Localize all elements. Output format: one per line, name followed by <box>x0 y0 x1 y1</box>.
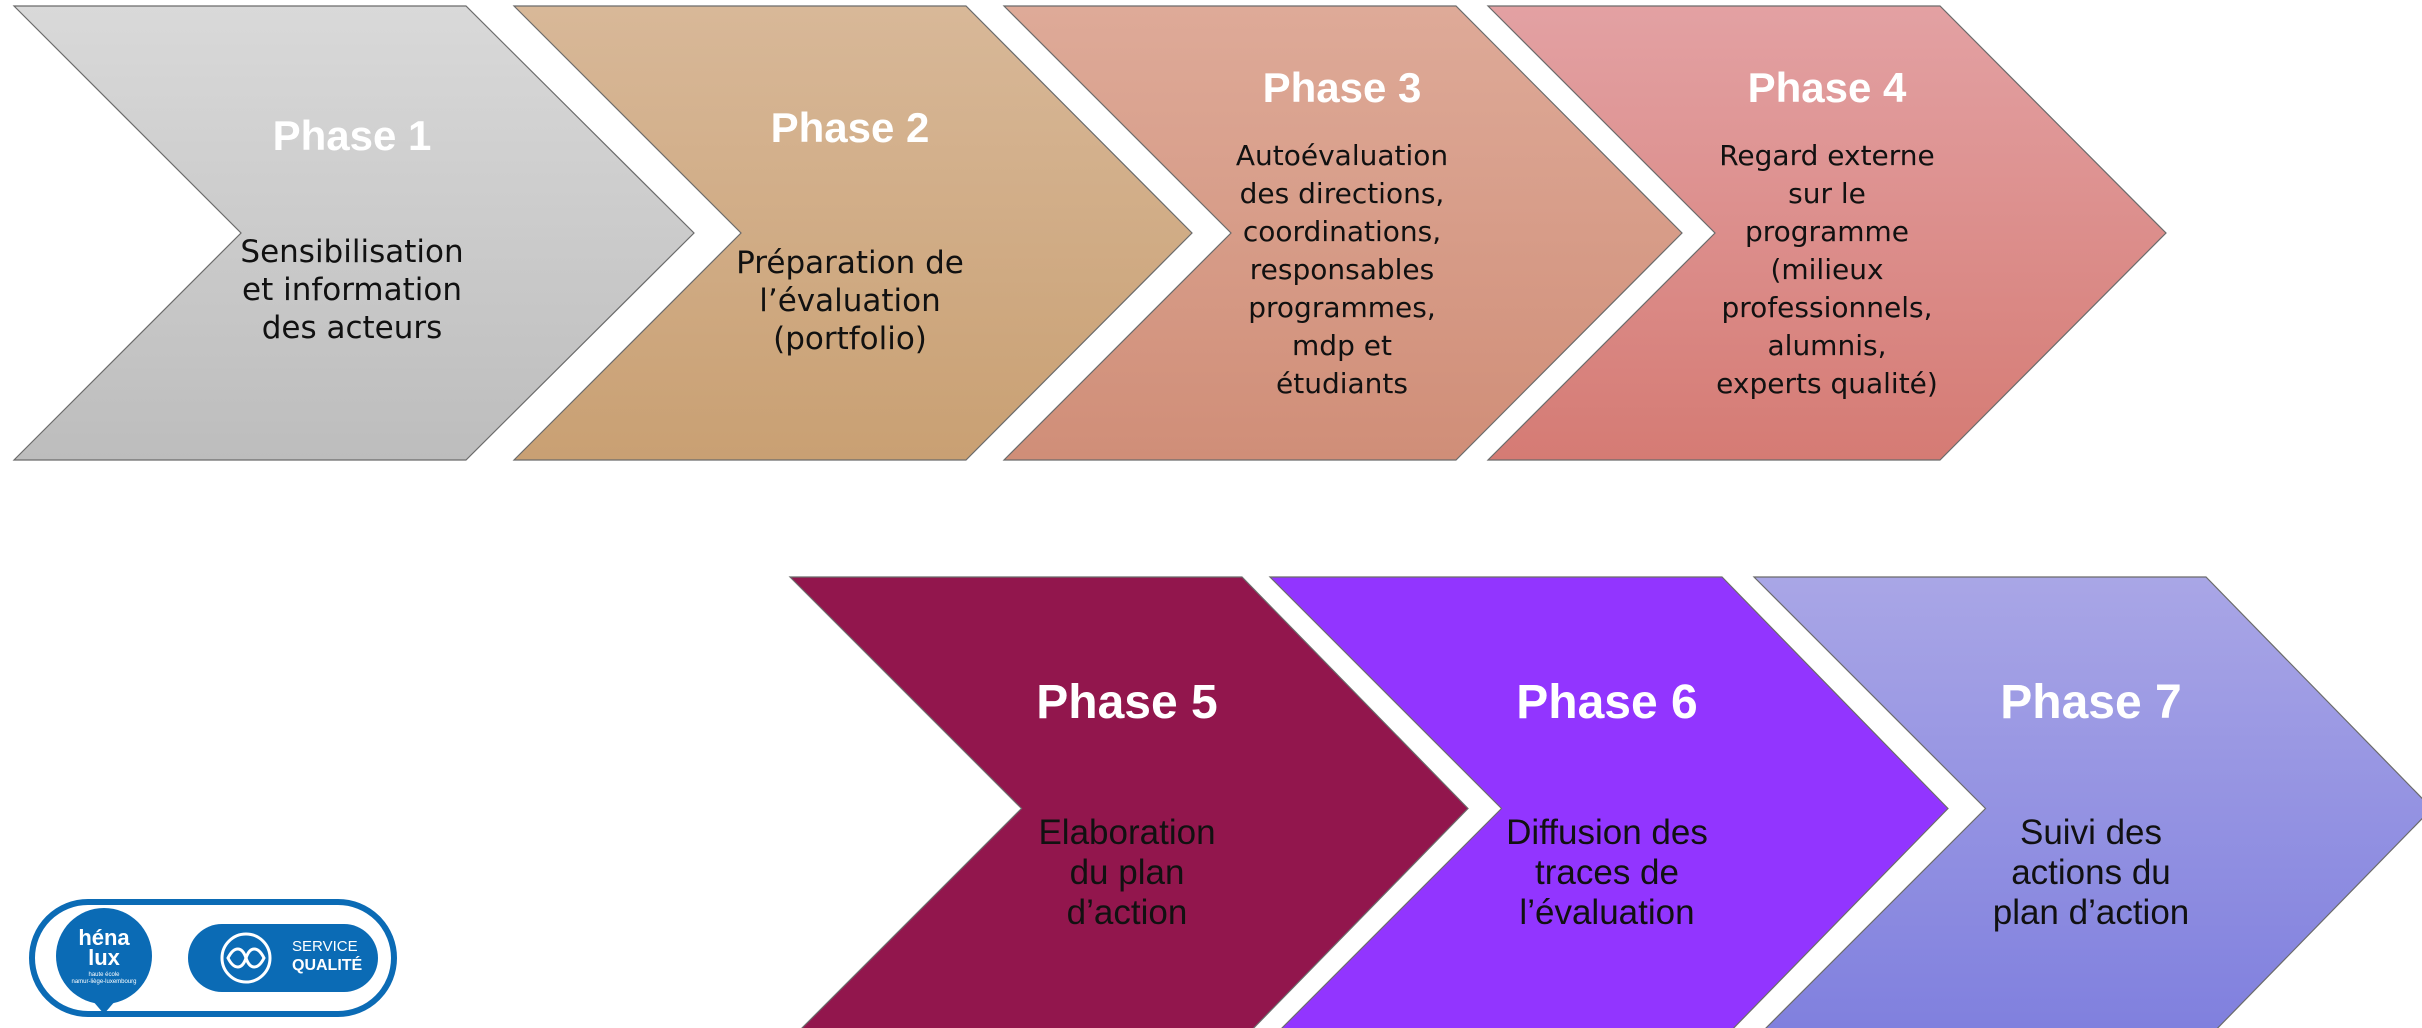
phase-1-chevron <box>12 5 695 461</box>
phase-6-description: Diffusion des traces de l’évaluation <box>1506 813 1708 932</box>
logo-hena-subtext: haute école namur-liège-luxembourg <box>71 972 137 985</box>
logo-hena-text: héna lux <box>78 925 130 970</box>
phase-2-title: Phase 2 <box>770 104 930 151</box>
phase-6-title: Phase 6 <box>1516 676 1698 729</box>
logo-qualite-text: QUALITÉ <box>292 957 363 974</box>
phase-3-description: Autoévaluation des directions, coordinat… <box>1235 139 1449 400</box>
phase-4-description: Regard externe sur le programme (milieux… <box>1716 139 1938 400</box>
phase-4-title: Phase 4 <box>1747 64 1907 111</box>
phase-1-title: Phase 1 <box>272 112 432 159</box>
phase-7-description: Suivi des actions du plan d’action <box>1992 813 2190 932</box>
phase-2-chevron <box>512 5 1193 461</box>
henallux-service-qualite-logo: héna lux haute école namur-liège-luxembo… <box>28 896 402 1018</box>
phase-3-title: Phase 3 <box>1262 64 1422 111</box>
phase-5-description: Elaboration du plan d’action <box>1038 813 1216 932</box>
phase-7-chevron <box>1752 576 2422 1028</box>
phase-1-description: Sensibilisation et information des acteu… <box>240 234 464 346</box>
phase-5-title: Phase 5 <box>1036 676 1218 729</box>
logo-service-text: SERVICE <box>292 938 358 955</box>
phase-2-description: Préparation de l’évaluation (portfolio) <box>736 245 964 357</box>
phase-3-chevron <box>1002 5 1683 461</box>
phase-6-chevron <box>1268 576 1949 1028</box>
phase-7-title: Phase 7 <box>2000 676 2182 729</box>
phase-4-chevron <box>1486 5 2167 461</box>
phase-5-chevron <box>788 576 1469 1028</box>
